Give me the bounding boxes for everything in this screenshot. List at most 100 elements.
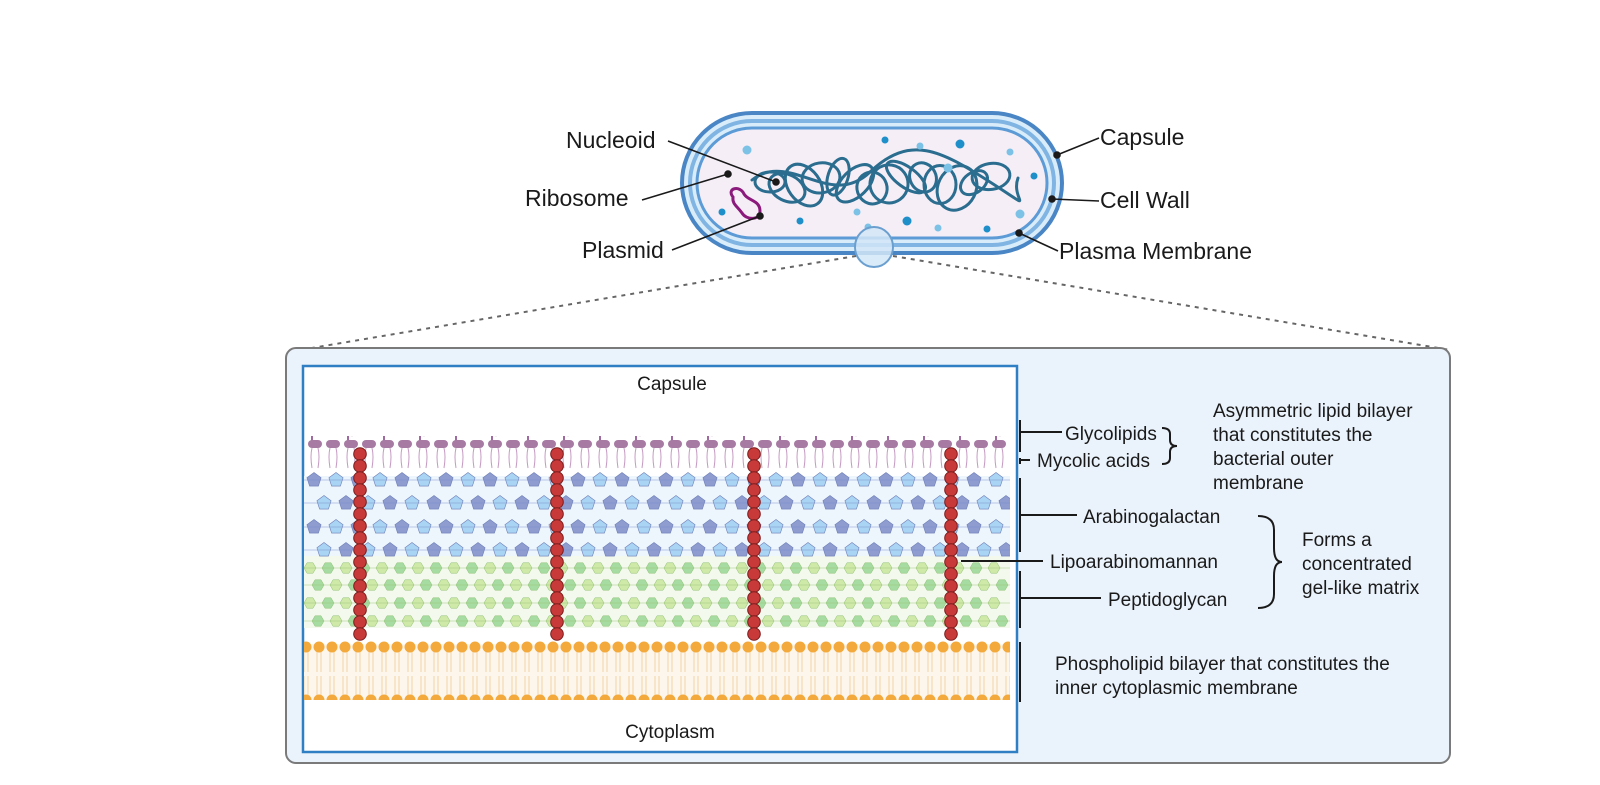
arabinogalactan-unit — [394, 519, 410, 534]
phospholipid-tail — [797, 676, 803, 696]
mycolic-head — [632, 440, 646, 448]
arabinogalactan-unit — [712, 495, 728, 510]
lipoarabinomannan-bead — [747, 627, 761, 641]
phospholipid-head — [794, 694, 806, 700]
phospholipid-head — [716, 694, 728, 700]
arabinogalactan-unit — [460, 519, 476, 534]
phospholipid-tail — [459, 676, 465, 696]
arabinogalactan-unit — [734, 542, 750, 557]
glycolipid-sugar — [927, 436, 929, 437]
dna-loop — [868, 163, 910, 205]
arabinogalactan-unit — [888, 495, 904, 510]
phospholipid-head — [521, 694, 533, 700]
phospholipid-tail — [836, 650, 842, 672]
lipoarabinomannan-bead — [550, 483, 564, 497]
mycolic-tail — [760, 447, 770, 469]
arabinogalactan-unit — [966, 519, 982, 534]
arabinogalactan-unit — [404, 542, 420, 557]
phospholipid-head — [365, 694, 377, 700]
lipoarabinomannan-bead — [550, 567, 564, 581]
phospholipid-tail — [862, 650, 868, 672]
phospholipid-head — [924, 694, 936, 700]
phospholipid-head — [573, 694, 585, 700]
phospholipid-head — [456, 694, 468, 700]
phospholipid-tail — [823, 676, 829, 696]
glycolipid-sugar — [639, 436, 641, 437]
arabinogalactan-unit — [646, 542, 662, 557]
mycolic-head — [650, 440, 664, 448]
phospholipid-tail — [615, 676, 621, 696]
dna-loop — [834, 163, 876, 204]
ribosome-dot — [1015, 209, 1025, 219]
phospholipid-tail — [472, 650, 478, 672]
phospholipid-head — [352, 694, 364, 700]
mycolic-head — [938, 440, 952, 448]
lipoarabinomannan-bead — [550, 627, 564, 641]
phospholipid-head — [911, 641, 923, 653]
arabinogalactan-unit — [900, 472, 916, 487]
mycolic-head — [848, 440, 862, 448]
mycolic-tail — [382, 447, 392, 469]
phospholipid-tail — [901, 650, 907, 672]
phospholipid-head — [508, 694, 520, 700]
arabinogalactan-unit — [856, 472, 872, 487]
phospholipid-tail — [875, 676, 881, 696]
arabinogalactan-unit — [306, 519, 322, 534]
lipoarabinomannan-bead — [944, 627, 958, 641]
lipoarabinomannan-bead — [747, 519, 761, 533]
mycolic-tail — [634, 447, 644, 469]
phospholipid-tail — [524, 676, 530, 696]
phospholipid-tail — [927, 676, 933, 696]
mycolic-head — [686, 440, 700, 448]
lipoarabinomannan-bead — [747, 543, 761, 557]
mycolic-head — [920, 440, 934, 448]
phospholipid-head — [313, 641, 325, 653]
lipoarabinomannan-bead — [353, 531, 367, 545]
note-inner-line-1: Phospholipid bilayer that constitutes th… — [1055, 654, 1390, 675]
lipoarabinomannan-bead — [944, 507, 958, 521]
note-matrix-line-2: concentrated — [1302, 554, 1412, 575]
phospholipid-head — [911, 694, 923, 700]
arabinogalactan-unit — [404, 495, 420, 510]
lipoarabinomannan-bead — [944, 615, 958, 629]
phospholipid-head — [677, 694, 689, 700]
phospholipid-head — [417, 641, 429, 653]
mycolic-head — [974, 440, 988, 448]
arabinogalactan-unit — [878, 519, 894, 534]
mycolic-tail — [310, 447, 320, 469]
phospholipid-head — [599, 694, 611, 700]
arabinogalactan-unit — [768, 519, 784, 534]
phospholipid-tail — [771, 676, 777, 696]
phospholipid-head — [989, 694, 1001, 700]
phospholipid-head — [599, 641, 611, 653]
phospholipid-tail — [784, 676, 790, 696]
arabinogalactan-unit — [910, 495, 926, 510]
lipoarabinomannan-bead — [353, 615, 367, 629]
mycolic-head — [794, 440, 808, 448]
phospholipid-tail — [901, 676, 907, 696]
mycolic-tail — [670, 447, 680, 469]
lipoarabinomannan-bead — [353, 507, 367, 521]
lipoarabinomannan-bead — [353, 543, 367, 557]
phospholipid-tail — [446, 650, 452, 672]
mycolic-tail — [706, 447, 716, 469]
arabinogalactan-unit — [900, 519, 916, 534]
phospholipid-head — [976, 694, 988, 700]
phospholipid-head — [638, 694, 650, 700]
arabinogalactan-unit — [866, 495, 882, 510]
arabinogalactan-unit — [316, 495, 332, 510]
phospholipid-tail — [979, 650, 985, 672]
mycolic-tail — [688, 447, 698, 469]
lipoarabinomannan-bead — [747, 507, 761, 521]
phospholipid-tail — [693, 676, 699, 696]
phospholipid-head — [950, 694, 962, 700]
phospholipid-head — [833, 694, 845, 700]
lipoarabinomannan-bead — [944, 579, 958, 593]
arabinogalactan-unit — [844, 542, 860, 557]
phospholipid-head — [304, 694, 312, 700]
glycolipid-sugar — [567, 436, 569, 437]
phospholipid-tail — [368, 676, 374, 696]
lipoarabinomannan-bead — [550, 447, 564, 461]
phospholipid-tail — [342, 676, 348, 696]
mycolic-head — [542, 440, 556, 448]
